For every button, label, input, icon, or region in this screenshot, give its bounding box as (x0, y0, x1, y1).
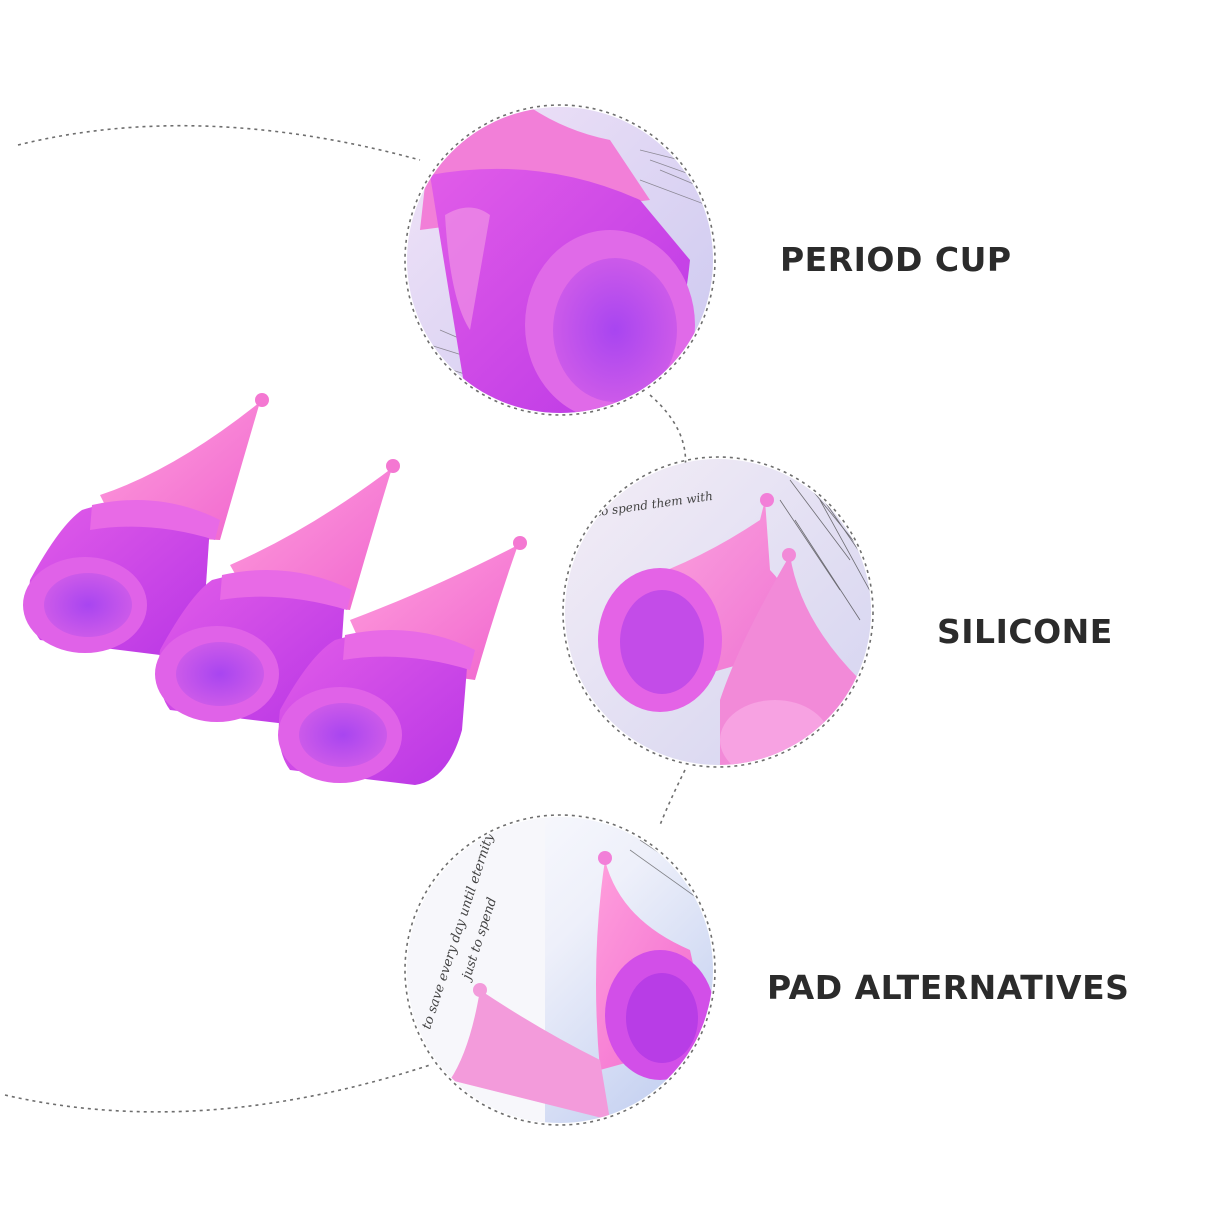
closeup-photo-circle-2: to spend them with (565, 459, 871, 765)
closeup-photo-circle-1 (407, 107, 713, 413)
cup-3 (278, 536, 527, 785)
cup-1 (23, 393, 269, 655)
feature-label-silicone: SILICONE (937, 612, 1113, 651)
cup-group (23, 393, 527, 785)
dashed-connector-lines (4, 104, 874, 1126)
feature-label-period-cup: PERIOD CUP (780, 240, 1012, 279)
closeup-photo-circle-3: to save every day until eternity just to… (407, 817, 713, 1123)
feature-label-pad-alternatives: PAD ALTERNATIVES (767, 968, 1130, 1007)
